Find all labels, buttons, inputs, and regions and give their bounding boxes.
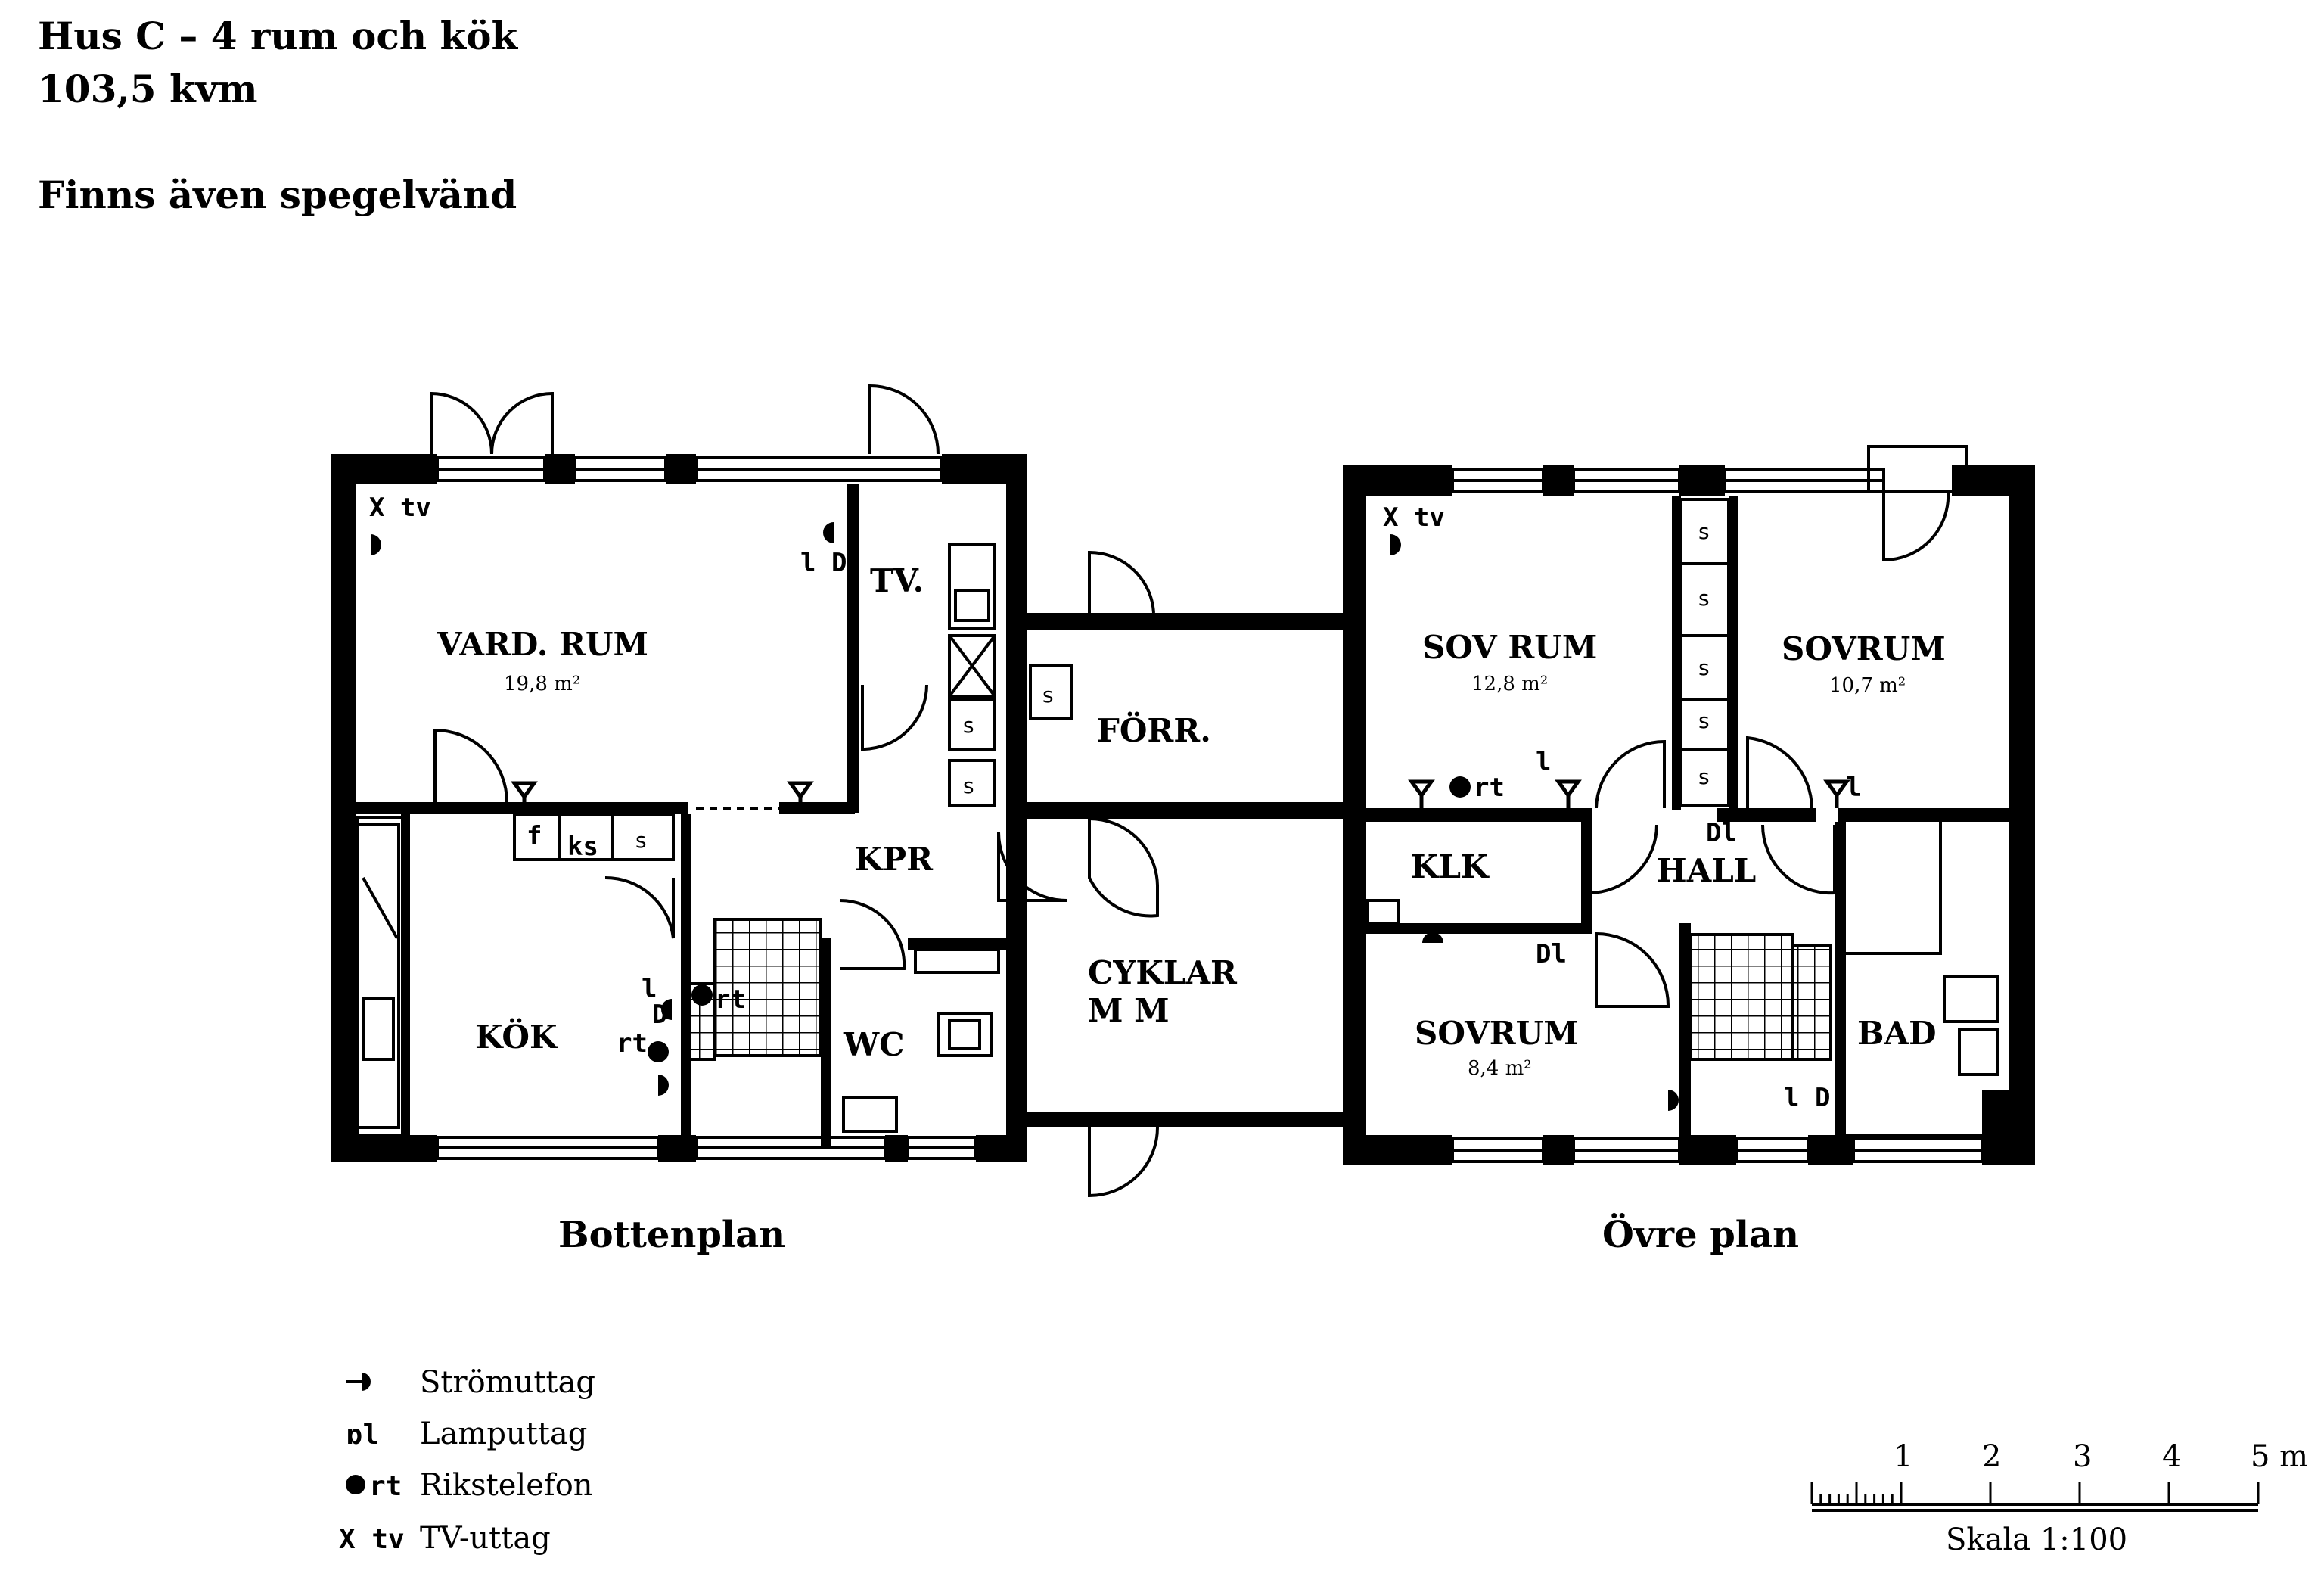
legend-label: Rikstelefon: [420, 1468, 593, 1503]
tv-outlet-label: X tv: [1383, 502, 1445, 533]
closet-s: s: [1042, 683, 1054, 708]
sink-box: [611, 813, 675, 861]
closet-s: s: [963, 773, 974, 798]
room-tv: TV.: [870, 562, 924, 599]
tv-icon: X tv: [339, 1524, 405, 1555]
scale-bar: 1 2 3 4 5 m Skala 1:100: [1810, 1439, 2308, 1557]
legend-symbol: rt: [369, 1471, 402, 1502]
ground-floor-labels: X tv l D VARD. RUM 19,8 m² TV. s s s FÖR…: [369, 493, 1238, 1256]
upper-floor-windows: [1451, 445, 1984, 1163]
scale-tick-label: 2: [1982, 1439, 2001, 1474]
lamp-dl-label: Dl: [1706, 818, 1737, 848]
legend-row-outlet: Strömuttag: [346, 1365, 595, 1400]
lamp-l-label: l: [1536, 747, 1551, 777]
scale-tick-label: 1: [1894, 1439, 1912, 1474]
room-wc: WC: [843, 1026, 905, 1063]
outlet-icon: [658, 1075, 669, 1096]
freezer-label: ks: [567, 832, 598, 862]
outlet-icon: [823, 522, 834, 543]
closet-s: s: [1698, 519, 1710, 544]
outlet-icon: [661, 999, 672, 1020]
outlet-icon: [1390, 534, 1401, 555]
room-klk: KLK: [1411, 848, 1490, 885]
area-sovrum-3: 8,4 m²: [1468, 1057, 1532, 1080]
room-kpr: KPR: [855, 841, 934, 878]
legend-row-tv: X tv TV-uttag: [339, 1521, 551, 1556]
lamp-dl-label: Dl: [1536, 939, 1567, 969]
closet-s: s: [1698, 708, 1710, 733]
room-cyklar-1: CYKLAR: [1088, 954, 1238, 991]
lamp-cups: [511, 779, 1850, 808]
lamp-l-label: l: [642, 974, 657, 1004]
room-forr: FÖRR.: [1097, 711, 1211, 749]
sink-label: s: [635, 828, 647, 853]
room-vardrum: VARD. RUM: [437, 626, 648, 663]
phone-dot-icon: [691, 984, 713, 1006]
upper-floor-labels: X tv SOV RUM 12,8 m² SOVRUM 10,7 m² s s …: [1383, 502, 1946, 1256]
area-sovrum-2: 10,7 m²: [1829, 674, 1906, 697]
lamp-l-label: l: [1846, 773, 1861, 803]
scale-tick-label: 5 m: [2251, 1439, 2308, 1474]
kitchen-fixtures: [356, 543, 1073, 1133]
legend: Strömuttag ɒl Lamputtag rt Rikstelefon X…: [339, 1365, 595, 1556]
upper-floor-doors: [1366, 491, 1999, 1137]
closet-s: s: [1698, 764, 1710, 789]
lamp-ld-label: l D: [1784, 1083, 1830, 1113]
outlet-icon: [1422, 932, 1443, 943]
phone-label: rt: [1474, 773, 1505, 803]
upper-floor-walls: [1343, 465, 2035, 1165]
outlet-icon: [1668, 1090, 1679, 1111]
fridge-label: f: [527, 821, 542, 851]
phone-label: rt: [617, 1028, 648, 1059]
ground-floor-walls: [331, 454, 1354, 1162]
lamp-d-label: D: [652, 1000, 667, 1030]
closet-s: s: [1698, 586, 1710, 611]
ground-floor-doors: [430, 384, 1159, 1198]
room-bad: BAD: [1857, 1015, 1937, 1052]
room-cyklar-2: M M: [1088, 992, 1170, 1029]
room-sovrum-3: SOVRUM: [1415, 1015, 1579, 1052]
legend-row-lamp: ɒl Lamputtag: [346, 1417, 587, 1451]
room-kok: KÖK: [475, 1017, 558, 1056]
outlet-icon: [371, 534, 381, 555]
mirror-note: Finns även spegelvänd: [38, 173, 517, 217]
outlet-symbols: [371, 522, 1679, 1111]
area-vardrum: 19,8 m²: [504, 673, 580, 695]
room-sovrum-1: SOV RUM: [1422, 629, 1597, 666]
legend-label: Lamputtag: [420, 1417, 587, 1451]
legend-label: TV-uttag: [420, 1521, 551, 1556]
upper-floor-label: Övre plan: [1602, 1212, 1799, 1256]
scale-caption: Skala 1:100: [1946, 1522, 2127, 1557]
title: Hus C – 4 rum och kök: [38, 14, 518, 58]
area-sovrum-1: 12,8 m²: [1471, 673, 1548, 695]
lamp-icon: ɒl: [346, 1420, 379, 1451]
outlet-icon: [362, 1373, 371, 1391]
scale-tick-label: 3: [2073, 1439, 2092, 1474]
phone-label-stairs: rt: [715, 984, 746, 1015]
ground-floor-label: Bottenplan: [558, 1214, 785, 1256]
room-sovrum-2: SOVRUM: [1782, 630, 1946, 667]
size-label: 103,5 kvm: [38, 67, 258, 111]
closet-s: s: [1698, 655, 1710, 680]
legend-label: Strömuttag: [420, 1365, 595, 1400]
scale-tick-label: 4: [2162, 1439, 2181, 1474]
closet-s: s: [963, 713, 974, 738]
ground-floor-windows: [356, 456, 977, 1160]
phone-dot-icon: [1449, 776, 1471, 798]
upper-closets: [1679, 498, 1730, 807]
phone-dot-icon: [346, 1475, 365, 1494]
phone-dot-icon: [648, 1041, 669, 1062]
lamp-label: l D: [800, 548, 847, 578]
legend-row-phone: rt Rikstelefon: [346, 1468, 593, 1503]
room-hall: HALL: [1657, 852, 1756, 889]
tv-outlet-label: X tv: [369, 493, 431, 523]
